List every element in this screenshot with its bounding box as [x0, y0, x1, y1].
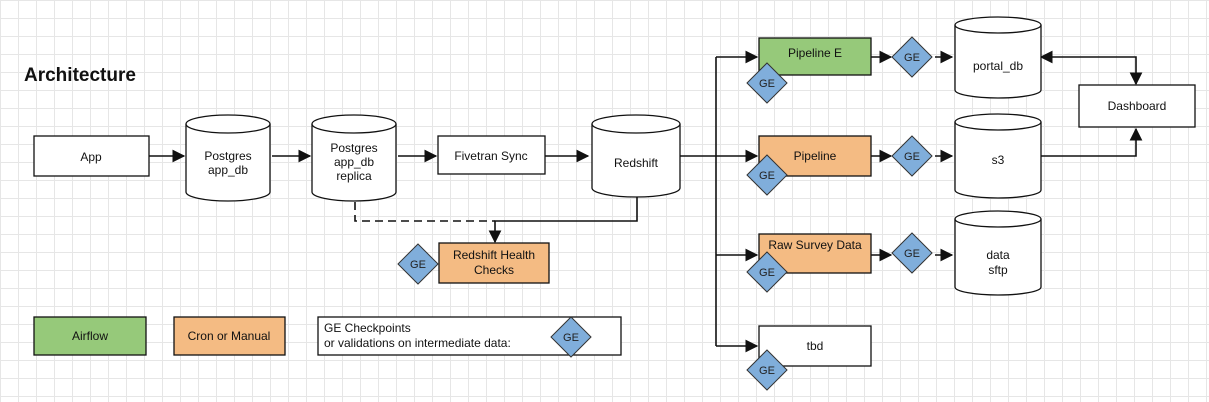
legend-cron-or-manual: Cron or Manual [173, 316, 286, 356]
node-postgres-app-db: Postgres app_db [185, 114, 271, 202]
legend-airflow: Airflow [33, 316, 147, 356]
node-s3: s3 [954, 113, 1042, 199]
ge-label: GE [759, 170, 775, 182]
node-redshift-health-checks: Redshift Health Checks [438, 242, 550, 284]
legend-ge-label-2: or validations on intermediate data: [324, 336, 511, 350]
node-data-sftp-label-2: sftp [988, 263, 1008, 277]
legend-airflow-label: Airflow [72, 329, 108, 343]
legend-ge-label-1: GE Checkpoints [324, 321, 411, 335]
ge-label: GE [410, 259, 426, 271]
ge-label: GE [563, 332, 579, 344]
node-postgres-label-2: app_db [208, 163, 248, 177]
node-postgres-replica: Postgres app_db replica [311, 114, 397, 202]
ge-diamond-tbd-source: GE [746, 349, 788, 391]
node-portal-db-label: portal_db [973, 59, 1023, 73]
ge-diamond-raw-survey-output: GE [891, 232, 933, 274]
ge-label: GE [904, 151, 920, 163]
node-redshift: Redshift [591, 114, 681, 198]
legend-cron-label: Cron or Manual [188, 329, 271, 343]
node-pipeline-label: Pipeline [794, 149, 837, 163]
ge-diamond-pipeline-e-source: GE [746, 62, 788, 104]
node-data-sftp: data sftp [954, 210, 1042, 296]
edge-redshift-to-healthchecks [488, 196, 638, 244]
node-pipeline-e-label: Pipeline E [788, 46, 842, 60]
ge-label: GE [904, 52, 920, 64]
edge-s3-to-dashboard [1040, 127, 1143, 157]
ge-diamond-pipeline-output: GE [891, 135, 933, 177]
node-app-label: App [80, 150, 102, 164]
node-replica-label-2: app_db [334, 155, 374, 169]
ge-label: GE [759, 78, 775, 90]
node-health-label-1: Redshift Health [453, 248, 535, 262]
legend: Airflow Cron or Manual GE Checkpoints or… [33, 316, 622, 358]
edge-replica-to-healthchecks-dashed [354, 202, 495, 222]
diagram-title: Architecture [24, 65, 136, 86]
node-replica-label-1: Postgres [330, 141, 377, 155]
ge-diamond-health-checks: GE [397, 243, 439, 285]
node-health-label-2: Checks [474, 263, 514, 277]
node-tbd: tbd [758, 325, 872, 367]
ge-diamond-pipeline-e-output: GE [891, 36, 933, 78]
edge-portal-db-dashboard-bidirectional [1039, 50, 1143, 86]
legend-ge-checkpoints: GE Checkpoints or validations on interme… [317, 316, 622, 358]
ge-label: GE [759, 267, 775, 279]
ge-label: GE [904, 248, 920, 260]
ge-badges: GE GE GE GE GE GE GE [397, 36, 933, 391]
node-pipeline-e: Pipeline E [758, 37, 872, 76]
ge-diamond-raw-survey-source: GE [746, 251, 788, 293]
node-raw-survey-label: Raw Survey Data [768, 238, 862, 252]
ge-label: GE [759, 365, 775, 377]
node-postgres-label-1: Postgres [204, 149, 251, 163]
connectors [149, 50, 1143, 353]
node-redshift-label: Redshift [614, 156, 659, 170]
ge-diamond-pipeline-source: GE [746, 154, 788, 196]
node-tbd-label: tbd [807, 339, 824, 353]
node-s3-label: s3 [992, 153, 1005, 167]
legend-ge-diamond [550, 316, 592, 358]
node-dashboard-label: Dashboard [1108, 99, 1167, 113]
node-data-sftp-label-1: data [986, 248, 1010, 262]
node-pipeline: Pipeline [758, 135, 872, 177]
node-dashboard: Dashboard [1078, 84, 1196, 128]
node-fivetran-label: Fivetran Sync [454, 149, 527, 163]
node-portal-db: portal_db [954, 16, 1042, 99]
node-replica-label-3: replica [336, 169, 372, 183]
node-app: App [33, 135, 150, 177]
node-fivetran-sync: Fivetran Sync [437, 135, 546, 175]
